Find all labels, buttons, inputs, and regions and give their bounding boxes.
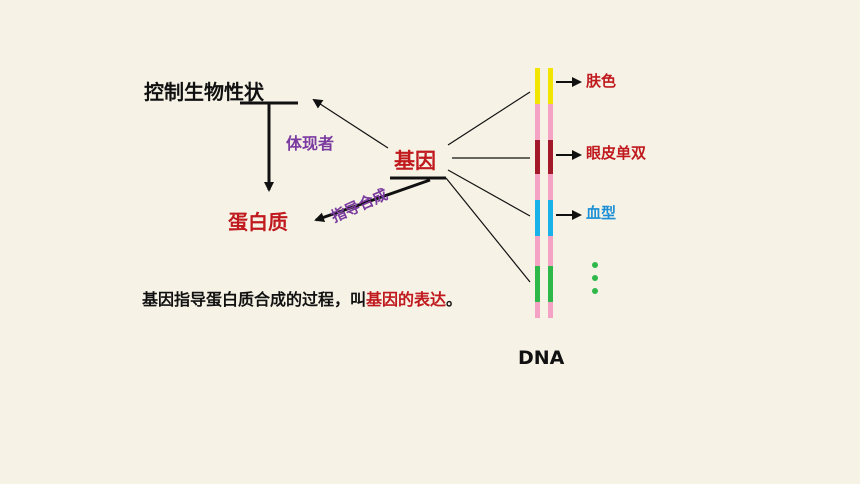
dna-segment-other-right: [548, 266, 553, 302]
protein-label: 蛋白质: [228, 210, 288, 234]
dna-segment-other-left: [535, 266, 540, 302]
gene-expression-term: 基因的表达: [366, 290, 447, 309]
eyelid-label: 眼皮单双: [586, 144, 647, 162]
definition-text: 基因指导蛋白质合成的过程，叫: [142, 290, 367, 309]
ellipsis-dots: [592, 262, 600, 301]
gene-link-other: [445, 177, 531, 283]
definition-end: 。: [446, 290, 463, 309]
gene-to-trait-arrow: [312, 98, 389, 149]
dna-segment-blood-right: [548, 200, 553, 236]
dna-strand-right: [548, 68, 553, 318]
dna-segment-eyelid-left: [535, 140, 540, 174]
definition-paragraph: 基因指导蛋白质合成的过程，叫基因的表达。: [110, 285, 505, 315]
gene-label: 基因: [394, 148, 436, 173]
embody-label: 体现者: [286, 134, 335, 153]
dna-segment-eyelid-right: [548, 140, 553, 174]
dna-strand-left: [535, 68, 540, 318]
gene-link-skin: [447, 91, 531, 146]
guide-synthesis-arrow: [314, 178, 431, 223]
dna-segment-skin-left: [535, 68, 540, 104]
dna-segment-blood-left: [535, 200, 540, 236]
blood-type-label: 血型: [586, 204, 617, 222]
dna-segment-skin-right: [548, 68, 553, 104]
dna-double-strand: [535, 68, 553, 318]
gene-link-blood: [447, 169, 531, 217]
skin-color-label: 肤色: [586, 72, 617, 90]
trait-label: 控制生物性状: [144, 80, 264, 104]
dna-label: DNA: [518, 347, 565, 369]
